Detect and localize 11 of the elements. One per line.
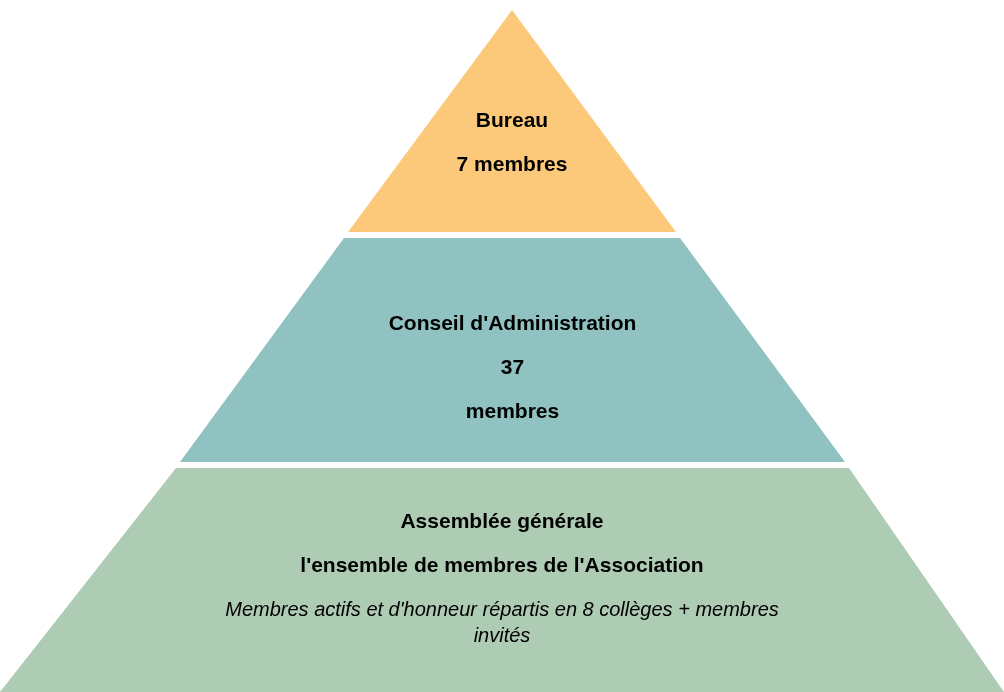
tier-title: Bureau [474,107,550,133]
tier-text: 7 membres [455,151,569,177]
tier-text: membres [464,398,561,424]
pyramid-tier [0,466,1004,692]
tier-description: Membres actifs et d'honneur répartis en 8 collèges + membres invités [224,597,780,648]
tier-text: 37 [499,354,526,380]
pyramid-top-tier [346,8,678,234]
tier-text: l'ensemble de membres de l'Association [299,552,705,578]
pyramid-tier [178,236,847,464]
tier-title: Assemblée générale [399,508,605,534]
tier-title: Conseil d'Administration [387,310,638,336]
